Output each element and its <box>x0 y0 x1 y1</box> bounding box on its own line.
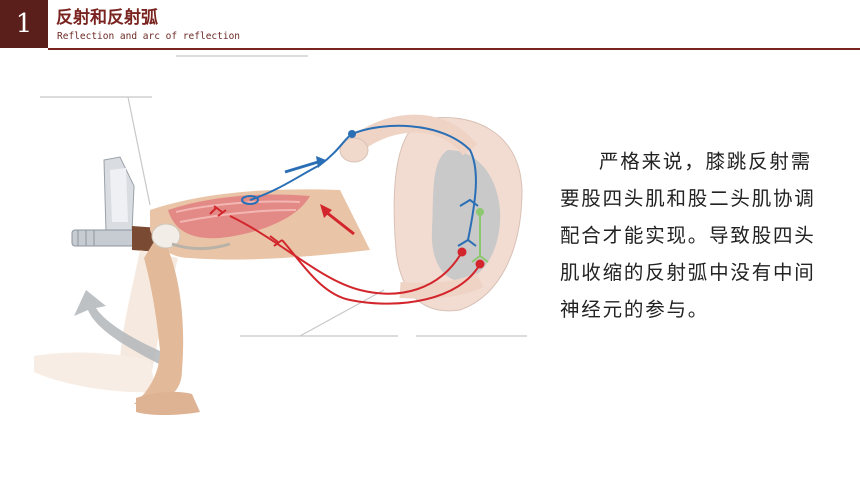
sensory-neuron <box>241 124 479 247</box>
knee-jerk-reflex-illustration <box>34 55 527 415</box>
slide-subtitle: Reflection and arc of reflection <box>57 31 241 42</box>
knee-joint <box>151 223 181 249</box>
spinal-gray-matter <box>431 150 501 281</box>
explanation-paragraph: 严格来说，膝跳反射需要股四头肌和股二头肌协调配合才能实现。导致股四头肌收缩的反射… <box>560 150 816 321</box>
motor-direction-arrow <box>325 210 355 236</box>
sensory-direction-arrow <box>284 160 319 174</box>
leg <box>134 189 370 415</box>
spinal-cord-section <box>339 114 523 312</box>
interneuron <box>471 208 489 263</box>
leg-motion-arrow <box>74 290 182 372</box>
label-leader-lines <box>40 55 527 337</box>
slide-title: 反射和反射弧 <box>56 8 158 28</box>
motor-neurons <box>209 205 485 305</box>
title-underline <box>48 48 860 50</box>
slide-number-badge: 1 <box>0 0 48 48</box>
slide-number: 1 <box>15 9 33 39</box>
reflex-hammer <box>71 156 160 252</box>
quadriceps-muscle <box>168 194 310 239</box>
